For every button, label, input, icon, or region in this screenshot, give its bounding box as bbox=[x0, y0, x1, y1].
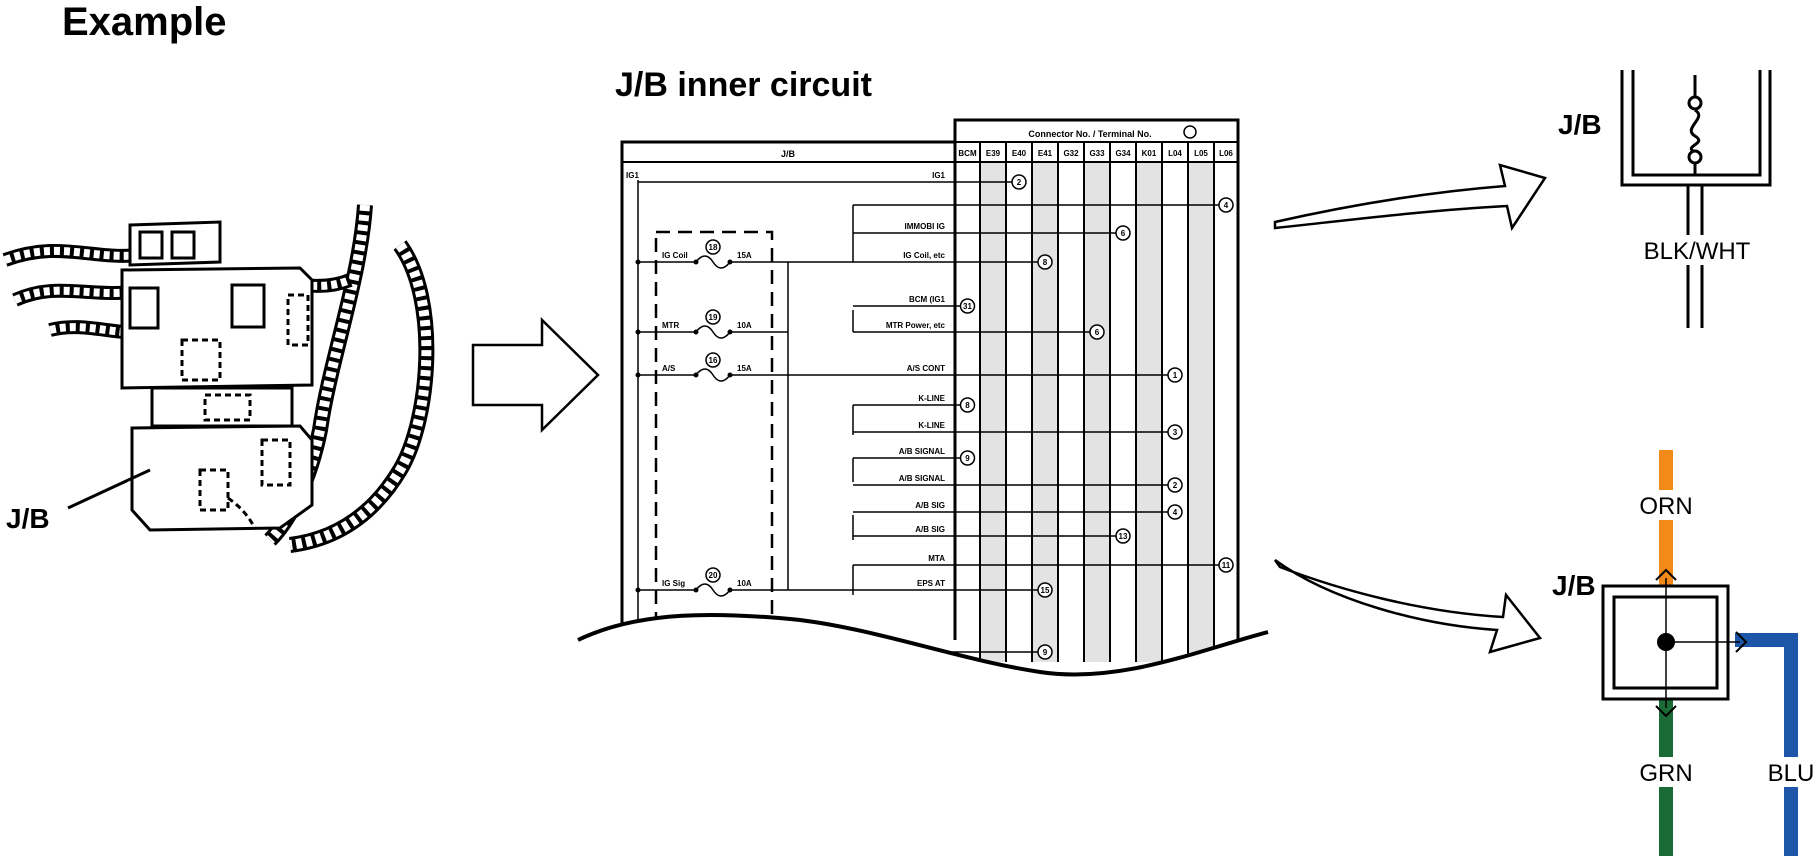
terminal-number: 8 bbox=[1043, 258, 1048, 267]
terminal-circle bbox=[1037, 254, 1053, 270]
fuse-name: A/S bbox=[662, 364, 676, 373]
flow-arrow bbox=[471, 317, 600, 433]
junction-detail bbox=[1601, 450, 1798, 856]
terminal-circle bbox=[1011, 174, 1027, 190]
column-label: L04 bbox=[1168, 149, 1182, 158]
table-header: J/B bbox=[781, 149, 796, 159]
terminal-circle bbox=[1167, 477, 1183, 493]
terminal-number: 3 bbox=[1173, 428, 1178, 437]
terminal-circle bbox=[1167, 424, 1183, 440]
terminal-number: 31 bbox=[963, 302, 972, 311]
circuit-name: MTA bbox=[928, 554, 945, 563]
column-label: E41 bbox=[1038, 149, 1053, 158]
column-label: L05 bbox=[1194, 149, 1208, 158]
fuse-symbol-icon bbox=[695, 255, 731, 269]
column-shade bbox=[1136, 162, 1162, 662]
junction-detail-jb-label: J/B bbox=[1552, 570, 1596, 601]
circuit-name: EPS AT bbox=[917, 579, 945, 588]
terminal-number: 2 bbox=[1017, 178, 1022, 187]
terminal-circle bbox=[1167, 367, 1183, 383]
circuit-name: A/B SIG bbox=[915, 501, 945, 510]
wire-label-orn: ORN bbox=[1639, 493, 1692, 520]
terminal-circle bbox=[1037, 644, 1053, 660]
terminal-number: 11 bbox=[1222, 561, 1231, 570]
terminal-number: 4 bbox=[1173, 508, 1178, 517]
fuse-number: 19 bbox=[709, 313, 718, 322]
terminal-circle bbox=[1089, 324, 1105, 340]
fuse-number: 18 bbox=[709, 243, 718, 252]
fuse-symbol-icon bbox=[695, 583, 731, 597]
fuse-detail-wire-label: BLK/WHT bbox=[1644, 238, 1751, 265]
column-shade bbox=[1084, 162, 1110, 662]
fuse-symbol-icon bbox=[695, 325, 731, 339]
column-label: E39 bbox=[986, 149, 1001, 158]
column-shade bbox=[1032, 162, 1058, 662]
terminal-number: 9 bbox=[965, 454, 970, 463]
fuse-rating: 15A bbox=[737, 364, 752, 373]
fuse-name: IG Sig bbox=[662, 579, 685, 588]
terminal-circle bbox=[1037, 582, 1053, 598]
terminal-circle bbox=[1115, 225, 1131, 241]
fuse-number: 16 bbox=[709, 356, 718, 365]
fuse-symbol-icon bbox=[695, 368, 731, 382]
wire-label-blu: BLU bbox=[1768, 760, 1815, 787]
fuse-rating: 10A bbox=[737, 579, 752, 588]
terminal-marker-icon bbox=[1183, 125, 1197, 139]
column-shade bbox=[1188, 162, 1214, 662]
column-label: E40 bbox=[1012, 149, 1027, 158]
fuse-rating: 10A bbox=[737, 321, 752, 330]
terminal-number: 4 bbox=[1224, 201, 1229, 210]
terminal-number: 1 bbox=[1173, 371, 1178, 380]
inner-circuit-table: BCM E39 E40 E41 G32 G33 G34 K01 L04 L05 L06 J/B Co… bbox=[577, 118, 1269, 700]
terminal-circle bbox=[1167, 504, 1183, 520]
fuse-detail bbox=[1620, 70, 1772, 328]
circuit-name: A/B SIGNAL bbox=[899, 447, 945, 456]
terminal-number: 9 bbox=[1043, 648, 1048, 657]
terminal-circle bbox=[959, 450, 976, 466]
terminal-circle bbox=[1218, 197, 1234, 213]
column-label: G32 bbox=[1063, 149, 1079, 158]
circuit-name: BCM (IG1 bbox=[909, 295, 946, 304]
terminal-number: 6 bbox=[1121, 229, 1126, 238]
fuse-rating: 15A bbox=[737, 251, 752, 260]
terminal-number: 6 bbox=[1095, 328, 1100, 337]
circuit-name: IMMOBI IG bbox=[905, 222, 945, 231]
column-label: G34 bbox=[1115, 149, 1131, 158]
fuse-name: MTR bbox=[662, 321, 680, 330]
detail-arrow-top bbox=[1273, 163, 1547, 232]
circuit-name: IG1 bbox=[932, 171, 945, 180]
connector-header: Connector No. / Terminal No. bbox=[1028, 129, 1151, 139]
wire-label-grn: GRN bbox=[1639, 760, 1692, 787]
column-label: K01 bbox=[1142, 149, 1157, 158]
terminal-number: 8 bbox=[965, 401, 970, 410]
harness-illustration bbox=[2, 204, 435, 553]
terminal-circle bbox=[959, 298, 976, 314]
fuse-name: IG Coil bbox=[662, 251, 688, 260]
column-label: BCM bbox=[958, 149, 977, 158]
terminal-number: 2 bbox=[1173, 481, 1178, 490]
terminal-number: 15 bbox=[1041, 586, 1050, 595]
harness-jb-label: J/B bbox=[6, 503, 50, 534]
terminal-circle bbox=[1218, 557, 1234, 573]
detail-arrow-bottom bbox=[1273, 558, 1543, 654]
terminal-number: 13 bbox=[1119, 532, 1128, 541]
circuit-name: A/S CONT bbox=[907, 364, 945, 373]
fuse-detail-jb-label: J/B bbox=[1558, 109, 1602, 140]
inner-circuit-title: J/B inner circuit bbox=[615, 66, 872, 104]
circuit-name: MTR Power, etc bbox=[886, 321, 946, 330]
circuit-name: K-LINE bbox=[918, 394, 945, 403]
feed-label: IG1 bbox=[626, 171, 639, 180]
column-shade bbox=[980, 162, 1006, 662]
page-title: Example bbox=[62, 0, 227, 44]
circuit-name: K-LINE bbox=[918, 421, 945, 430]
terminal-circle bbox=[959, 397, 976, 413]
circuit-name: A/B SIG bbox=[915, 525, 945, 534]
circuit-name: A/B SIGNAL bbox=[899, 474, 945, 483]
circuit-name: IG Coil, etc bbox=[903, 251, 945, 260]
terminal-circle bbox=[1115, 528, 1131, 544]
fuse-number: 20 bbox=[709, 571, 718, 580]
column-label: L06 bbox=[1219, 149, 1233, 158]
column-label: G33 bbox=[1089, 149, 1105, 158]
